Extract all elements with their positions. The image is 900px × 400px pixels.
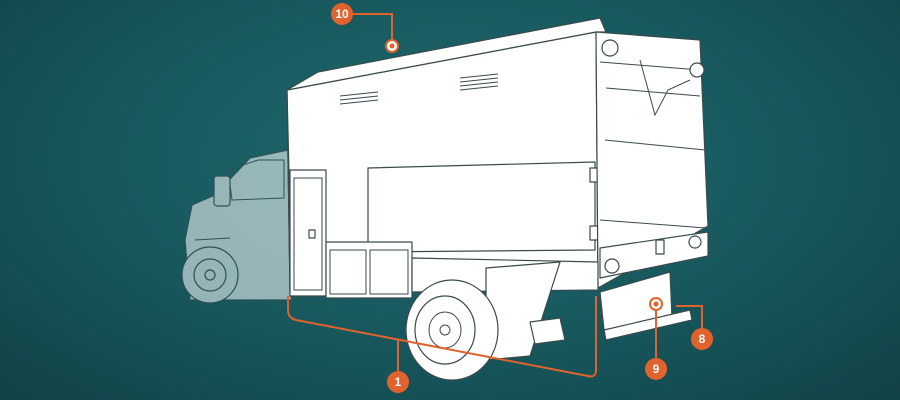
callout-1-badge (387, 371, 409, 393)
callout-8-label: 8 (699, 332, 706, 346)
callout-8-group: 8 (676, 305, 713, 350)
mud-flap (485, 261, 561, 361)
callout-9-label: 9 (653, 362, 660, 376)
callout-10-label: 10 (335, 7, 349, 21)
side-compartment-door (367, 161, 596, 253)
roof-vents (339, 73, 499, 105)
callout-1-group: 1 (287, 296, 597, 393)
chip-box-rear (595, 31, 709, 289)
callout-1-label: 1 (395, 375, 402, 389)
callout-9-badge (645, 358, 667, 380)
callout-8-badge (691, 328, 713, 350)
rear-wheel (405, 279, 499, 381)
callout-10-group: 10 (331, 3, 399, 53)
chip-box-roof (286, 17, 607, 91)
exhaust (529, 317, 566, 345)
truck-cab (181, 149, 293, 304)
tool-box-door (289, 169, 327, 297)
callout-9-group: 9 (645, 297, 667, 380)
callout-10-badge (331, 3, 353, 25)
